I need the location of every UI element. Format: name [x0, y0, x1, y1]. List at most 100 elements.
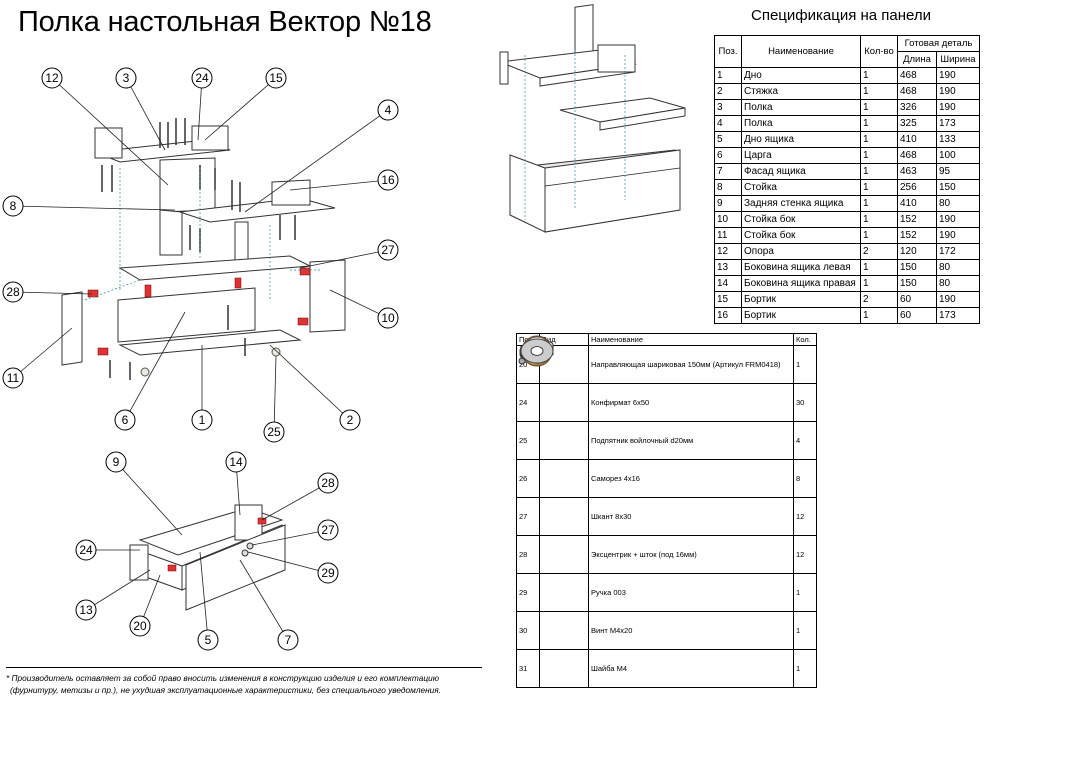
- svg-text:20: 20: [133, 619, 147, 633]
- note-line-2: (фурнитуру, метизы и пр.), не ухудшая эк…: [10, 685, 442, 695]
- hw-qty-cell: 30: [793, 383, 817, 422]
- spec-width-cell: 173: [936, 307, 980, 324]
- drawer-callout-14: 14: [225, 451, 247, 473]
- page-title: Полка настольная Вектор №18: [18, 6, 432, 38]
- callout-2: 2: [339, 409, 361, 431]
- hw-name-cell: Направляющая шариковая 150мм (Артикул FR…: [588, 345, 794, 384]
- callout-27: 27: [377, 239, 399, 261]
- svg-text:3: 3: [123, 71, 130, 85]
- callout-8: 8: [2, 195, 24, 217]
- svg-text:24: 24: [195, 71, 209, 85]
- svg-text:24: 24: [79, 543, 93, 557]
- hardware-table: Поз. Вид Наименование Кол. 20Направляюща…: [516, 333, 817, 688]
- svg-text:25: 25: [267, 425, 281, 439]
- hw-pos-cell: 25: [516, 421, 540, 460]
- drawer-callout-29: 29: [317, 562, 339, 584]
- hw-qty-cell: 8: [793, 459, 817, 498]
- drawer-callout-24: 24: [75, 539, 97, 561]
- hw-view-cell: [520, 338, 589, 688]
- hw-pos-cell: 31: [516, 649, 540, 688]
- svg-text:28: 28: [6, 285, 20, 299]
- callout-16: 16: [377, 169, 399, 191]
- callout-4: 4: [377, 99, 399, 121]
- hw-name-cell: Шайба М4: [588, 649, 794, 688]
- callout-24: 24: [191, 67, 213, 89]
- leader-lines: [12, 77, 389, 641]
- hw-qty-cell: 4: [793, 421, 817, 460]
- svg-text:29: 29: [321, 566, 335, 580]
- svg-text:28: 28: [321, 476, 335, 490]
- svg-text:27: 27: [381, 243, 395, 257]
- drawer-callout-13: 13: [75, 599, 97, 621]
- hw-name-cell: Саморез 4х16: [588, 459, 794, 498]
- svg-text:2: 2: [347, 413, 354, 427]
- svg-text:14: 14: [229, 455, 243, 469]
- hw-pos-cell: 28: [516, 535, 540, 574]
- disclaimer-note: * Производитель оставляет за собой право…: [6, 672, 506, 696]
- svg-text:8: 8: [10, 199, 17, 213]
- svg-text:9: 9: [113, 455, 120, 469]
- svg-text:7: 7: [285, 633, 292, 647]
- drawer-exploded-view: [129, 504, 286, 611]
- hw-name-cell: Винт М4х20: [588, 611, 794, 650]
- callout-1: 1: [191, 409, 213, 431]
- hw-qty-cell: 12: [793, 497, 817, 536]
- callout-28: 28: [2, 281, 24, 303]
- drawer-callout-5: 5: [197, 629, 219, 651]
- spec-width-cell: 100: [936, 147, 980, 164]
- drawer-callout-27: 27: [317, 519, 339, 541]
- hw-pos-cell: 27: [516, 497, 540, 536]
- svg-text:12: 12: [45, 71, 59, 85]
- note-divider: [6, 667, 482, 668]
- svg-text:10: 10: [381, 311, 395, 325]
- svg-text:15: 15: [269, 71, 283, 85]
- svg-text:6: 6: [122, 413, 129, 427]
- spec-length-cell: 60: [897, 307, 937, 324]
- callout-15: 15: [265, 67, 287, 89]
- svg-text:27: 27: [321, 523, 335, 537]
- callout-11: 11: [2, 367, 24, 389]
- perspective-view: [499, 4, 686, 233]
- drawer-callout-20: 20: [129, 615, 151, 637]
- main-exploded-view: [61, 118, 346, 380]
- hw-name-cell: Подпятник войлочный d20мм: [588, 421, 794, 460]
- hw-qty-cell: 1: [793, 573, 817, 612]
- spec-qty-cell: 1: [860, 307, 898, 324]
- hw-qty-cell: 1: [793, 611, 817, 650]
- svg-text:16: 16: [381, 173, 395, 187]
- callout-3: 3: [115, 67, 137, 89]
- panel-spec-table: Поз. Наименование Кол-во Готовая деталь …: [714, 35, 980, 324]
- svg-text:4: 4: [385, 103, 392, 117]
- drawer-callout-9: 9: [105, 451, 127, 473]
- drawer-callout-7: 7: [277, 629, 299, 651]
- svg-text:13: 13: [79, 603, 93, 617]
- svg-text:5: 5: [205, 633, 212, 647]
- callout-25: 25: [263, 421, 285, 443]
- spec-title: Спецификация на панели: [751, 7, 931, 24]
- spec-width-cell: 95: [936, 163, 980, 180]
- note-line-1: * Производитель оставляет за собой право…: [6, 673, 439, 683]
- hw-qty-cell: 1: [793, 649, 817, 688]
- drawer-callout-28: 28: [317, 472, 339, 494]
- callout-10: 10: [377, 307, 399, 329]
- svg-text:11: 11: [7, 371, 20, 385]
- svg-text:1: 1: [199, 413, 206, 427]
- callout-6: 6: [114, 409, 136, 431]
